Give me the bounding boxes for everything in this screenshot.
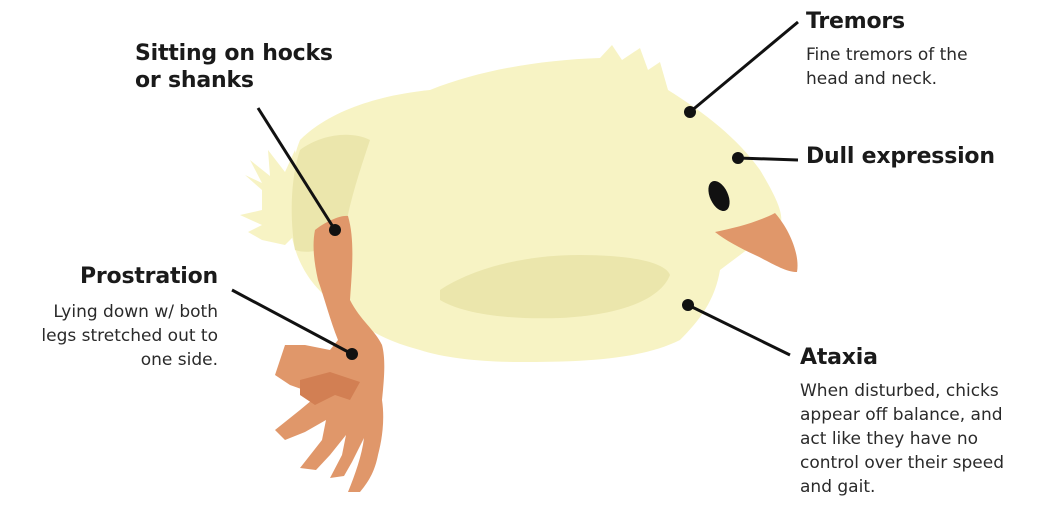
tremors-title: Tremors [806, 8, 968, 35]
prostration-callout: Prostration Lying down w/ both legs stre… [8, 263, 218, 372]
leader-tremors [690, 22, 798, 112]
ataxia-callout: Ataxia When disturbed, chicks appear off… [800, 344, 1004, 499]
tremors-callout: Tremors Fine tremors of the head and nec… [806, 8, 968, 91]
leader-dull [738, 158, 798, 160]
prostration-description: Lying down w/ both legs stretched out to… [8, 300, 218, 372]
dull-expression-title: Dull expression [806, 143, 995, 170]
ataxia-title: Ataxia [800, 344, 1004, 371]
leader-dot-ataxia [682, 299, 694, 311]
hocks-callout: Sitting on hocks or shanks [135, 40, 333, 94]
hocks-title: Sitting on hocks or shanks [135, 40, 333, 94]
tremors-description: Fine tremors of the head and neck. [806, 43, 968, 91]
leader-dot-prostration [346, 348, 358, 360]
leader-dot-dull [732, 152, 744, 164]
ataxia-description: When disturbed, chicks appear off balanc… [800, 379, 1004, 499]
leader-ataxia [688, 305, 790, 355]
prostration-title: Prostration [8, 263, 218, 290]
leader-dot-tremors [684, 106, 696, 118]
dull-expression-callout: Dull expression [806, 143, 995, 170]
leader-dot-hocks [329, 224, 341, 236]
